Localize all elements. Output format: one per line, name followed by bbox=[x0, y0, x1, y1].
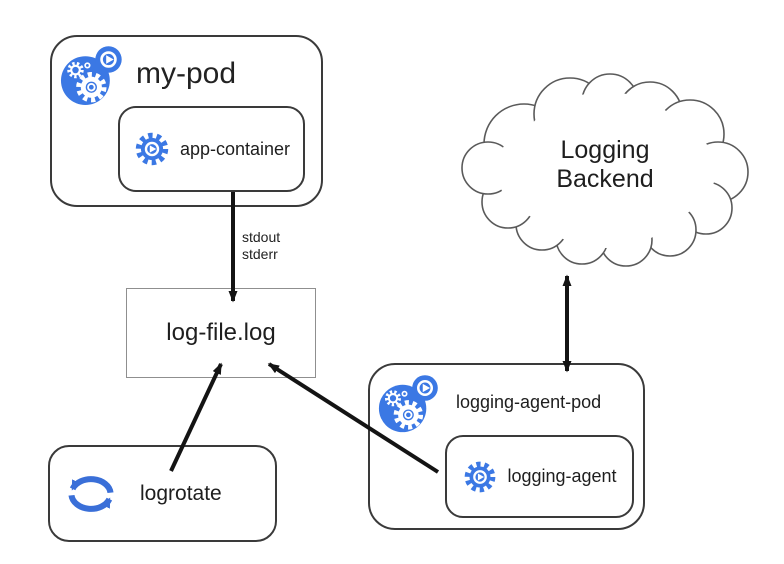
node-logging-agent-label: logging-agent bbox=[507, 466, 617, 486]
edge-label-stdout: stdout bbox=[242, 229, 281, 245]
node-log-file-label: log-file.log bbox=[166, 319, 276, 346]
node-log-file: log-file.log bbox=[126, 288, 316, 378]
node-logrotate-label: logrotate bbox=[140, 481, 222, 505]
container-icon bbox=[465, 461, 496, 492]
edge-label-stderr: stderr bbox=[242, 246, 278, 262]
pod-icon bbox=[60, 46, 122, 106]
edge-label-stdout-stderr: stdout stderr bbox=[242, 229, 280, 263]
node-logging-backend-label: Logging Backend bbox=[556, 136, 654, 193]
node-app-container: app-container bbox=[118, 106, 305, 192]
node-app-container-label: app-container bbox=[179, 138, 291, 159]
node-logrotate: logrotate bbox=[48, 445, 277, 542]
logrotate-icon bbox=[68, 475, 114, 512]
node-logging-agent-pod-label: logging-agent-pod bbox=[456, 392, 602, 412]
node-my-pod-label: my-pod bbox=[136, 57, 237, 90]
pod-icon bbox=[378, 375, 438, 433]
cloud-shape bbox=[461, 73, 749, 267]
node-logging-backend: Logging Backend bbox=[458, 62, 752, 268]
container-icon bbox=[135, 132, 169, 166]
node-my-pod: my-pod app-container bbox=[50, 35, 323, 207]
node-logging-agent: logging-agent bbox=[445, 435, 634, 518]
node-logging-agent-pod: logging-agent-pod logging-agent bbox=[368, 363, 645, 530]
